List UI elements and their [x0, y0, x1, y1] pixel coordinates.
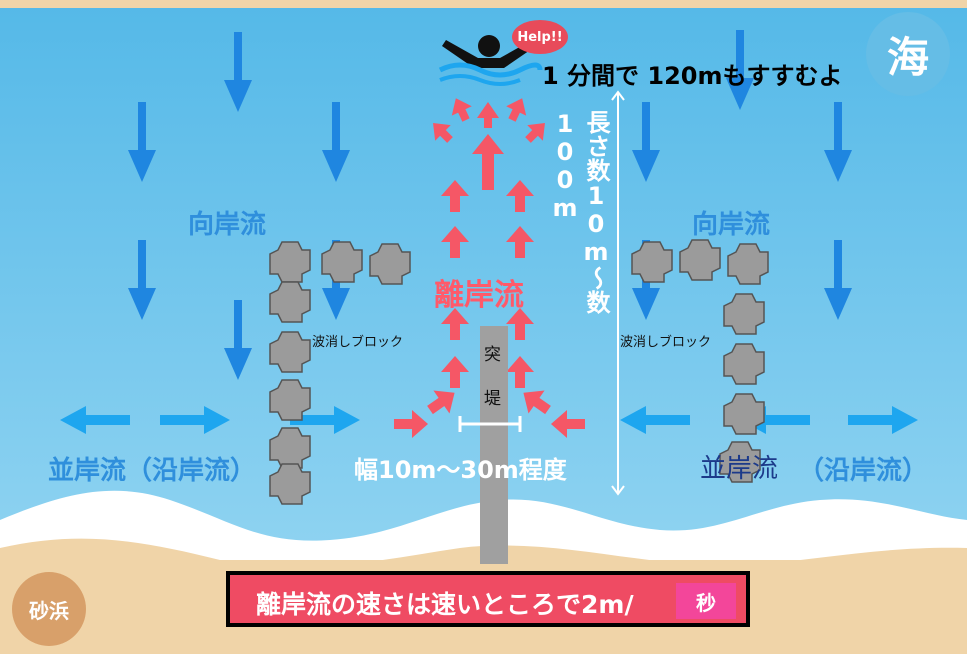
rip-current-arrows [394, 98, 585, 438]
width-bracket [458, 416, 522, 432]
onshore-current-right-label: 向岸流 [692, 210, 771, 240]
jetty [480, 326, 508, 564]
longshore-right-label-a: 並岸流 [700, 454, 779, 484]
breakwater-right-label: 波消しブロック [620, 335, 712, 350]
breakwater-blocks-right [631, 239, 769, 483]
longshore-right-label-b: （沿岸流） [798, 456, 929, 486]
onshore-current-left-label: 向岸流 [188, 210, 267, 240]
breakwater-blocks-left [269, 241, 411, 505]
help-label: Help!! [517, 29, 563, 45]
speed-box: 離岸流の速さは速いところで2m/ 秒 [226, 571, 750, 627]
sea-badge: 海 [866, 12, 950, 96]
jetty-label-2: 堤 [484, 389, 501, 409]
speed-unit: 秒 [676, 583, 736, 619]
speed-main-text: 離岸流の速さは速いところで2m/ [256, 590, 634, 619]
breakwater-left-label: 波消しブロック [312, 335, 404, 350]
drowning-swimmer-icon [438, 35, 543, 86]
length-bracket [611, 90, 625, 496]
help-badge: Help!! [512, 20, 568, 54]
sea-label: 海 [886, 32, 929, 82]
width-label: 幅10m〜30m程度 [354, 456, 567, 484]
length-label: 長さ数10m〜数100m [551, 110, 610, 314]
longshore-left-label: 並岸流（沿岸流） [48, 456, 257, 486]
speed-note: 1 分間で 120mもすすむよ [542, 62, 843, 90]
jetty-label-1: 突 [484, 345, 501, 365]
sand-badge: 砂浜 [12, 572, 86, 646]
rip-current-label: 離岸流 [434, 278, 524, 313]
sand-label: 砂浜 [29, 598, 69, 623]
